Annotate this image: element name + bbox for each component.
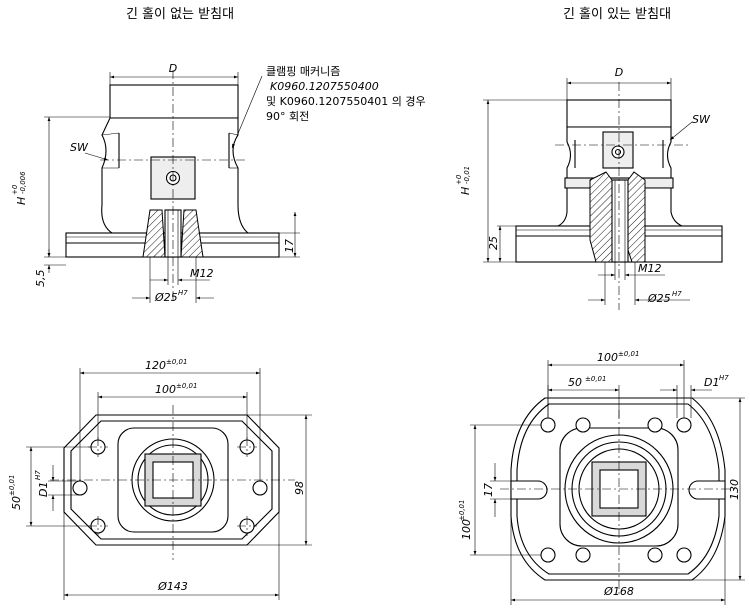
dim-100-right: 100 [597, 351, 618, 364]
dim-d1-right-tol: H7 [719, 374, 729, 382]
dim-d: D [169, 62, 177, 75]
dim-m12: M12 [190, 267, 214, 280]
dim-d1-tol: H7 [34, 470, 42, 480]
dim-dia25-right-tol: H7 [672, 290, 682, 298]
dim-25: 25 [487, 236, 500, 250]
dim-120: 120 [145, 359, 166, 372]
label-sw-right: SW [692, 113, 711, 126]
dim-50-right-tol: ±0,01 [585, 375, 606, 383]
dim-dia143: Ø143 [157, 580, 188, 593]
note-line1: 클램핑 매커니즘 [266, 65, 340, 78]
dim-98: 98 [293, 481, 306, 495]
label-sw: SW [70, 141, 89, 154]
dim-100v-tol: ±0,01 [458, 500, 466, 521]
dim-h-right-tol-lower: -0,01 [463, 166, 471, 184]
dim-100: 100 [155, 383, 176, 396]
dim-h-tol-lower: -0,006 [19, 171, 27, 194]
dim-h-tol-upper: +0 [11, 184, 19, 195]
dim-120-tol: ±0,01 [166, 358, 187, 366]
left-side-view: D SW H +0 -0,006 5,5 17 M12 Ø25 H7 [11, 62, 300, 304]
note-line3: 및 K0960.1207550401 의 경우 [266, 95, 426, 108]
dim-d1-right: D1 [704, 376, 719, 389]
dim-d1: D1 [37, 482, 50, 497]
dim-100v: 100 [460, 519, 473, 540]
dim-d-right: D [615, 66, 623, 79]
dim-m12-right: M12 [638, 262, 662, 275]
dim-h: H [15, 197, 28, 205]
dim-h-right: H [459, 187, 472, 195]
note-line4: 90° 회전 [266, 110, 309, 123]
dim-50: 50 [10, 496, 23, 510]
right-side-view: D SW H +0 -0,01 25 M12 Ø25 H7 [455, 66, 723, 310]
title-left: 긴 홀이 없는 받침대 [126, 7, 234, 22]
dim-17-right: 17 [482, 483, 495, 497]
dim-dia25: Ø25 [154, 291, 178, 304]
dim-100-right-tol: ±0,01 [618, 350, 639, 358]
left-top-view: 120 ±0,01 100 ±0,01 50 ±0,01 D1 H7 98 Ø1… [8, 358, 312, 600]
right-top-view: 100 ±0,01 50 ±0,01 D1 H7 100 ±0,01 17 13… [458, 350, 745, 605]
note-line2: K0960.1207550400 [270, 80, 379, 93]
dim-100-tol: ±0,01 [176, 382, 197, 390]
clamping-note: 클램핑 매커니즘 K0960.1207550400 및 K0960.120755… [266, 65, 426, 123]
dim-dia25-tol: H7 [178, 289, 188, 297]
dim-50-tol: ±0,01 [8, 475, 16, 496]
dim-17: 17 [283, 239, 296, 253]
dim-50-right: 50 [568, 376, 582, 389]
dim-130: 130 [728, 479, 741, 500]
dim-dia168: Ø168 [603, 585, 634, 598]
dim-5-5: 5,5 [34, 270, 47, 288]
dim-h-right-tol-upper: +0 [455, 174, 463, 185]
title-right: 긴 홀이 있는 받침대 [563, 7, 671, 22]
dim-dia25-right: Ø25 [647, 292, 671, 305]
